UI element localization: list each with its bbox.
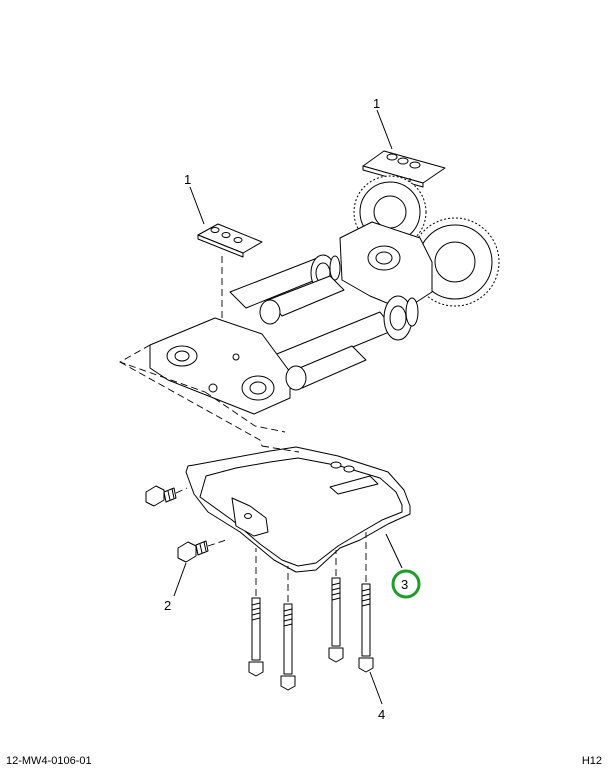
section-code: H12 [581,755,602,767]
flange-bolt-upper[interactable] [145,485,177,507]
callout-2: 2 [164,598,171,613]
drawing-number: 12-MW4-0106-01 [6,755,92,767]
dash-bolt-upper [175,487,188,494]
dash-bolt-lower [207,539,227,547]
callout-3-highlight [391,569,421,599]
dash-guide-lower [119,361,263,447]
leader-1-left [189,186,205,225]
dash-housing-to-cover [261,445,300,453]
callout-1-top: 1 [373,96,380,111]
long-bolt-1[interactable] [248,597,264,677]
long-bolt-4[interactable] [358,583,374,673]
long-bolt-2[interactable] [280,603,296,691]
callout-3[interactable]: 3 [401,577,408,592]
cam-gear-front [410,217,500,307]
callout-4: 4 [378,707,385,722]
leader-1-top [376,109,393,150]
callout-1-left: 1 [184,172,191,187]
long-bolt-3[interactable] [328,577,344,663]
gasket-left[interactable] [197,223,263,258]
dash-guide-middle [204,391,286,433]
leader-4 [369,671,383,705]
leader-2 [173,562,187,597]
cover-plate[interactable] [185,446,411,573]
leader-3 [385,533,403,569]
flange-bolt-lower[interactable] [177,540,209,563]
rocker-housing [149,221,433,415]
